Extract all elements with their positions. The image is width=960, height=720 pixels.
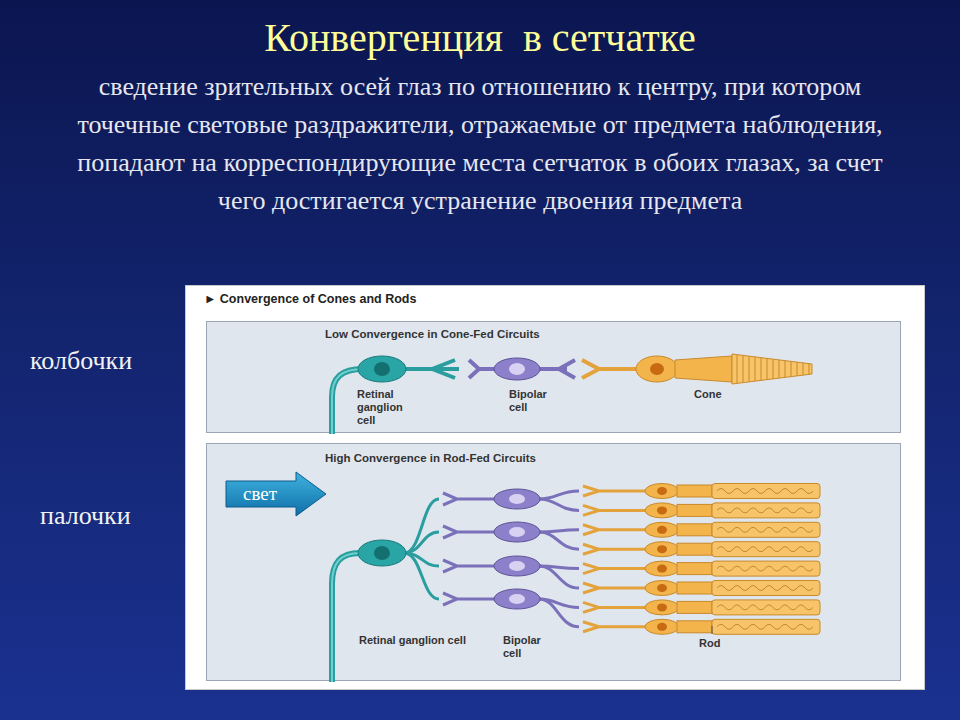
cone-circuit-illustration xyxy=(207,322,902,434)
cell-label: Rod xyxy=(699,637,749,650)
cone-circuit-panel: Low Convergence in Cone-Fed CircuitsReti… xyxy=(206,321,901,433)
cell-label: Cone xyxy=(694,388,744,401)
cell-label: Retinal ganglion cell xyxy=(357,388,419,427)
side-label: колбочки xyxy=(30,345,170,377)
panel-heading: ► Convergence of Cones and Rods xyxy=(204,292,416,306)
light-arrow: свет xyxy=(224,470,329,518)
slide-title: Конвергенция в сетчатке xyxy=(0,14,960,61)
figure-panel: ► Convergence of Cones and Rods Low Conv… xyxy=(185,285,925,690)
definition-text: сведение зрительных осей глаз по отношен… xyxy=(60,68,900,220)
rod-circuit-illustration xyxy=(207,444,902,682)
rod-circuit-panel: High Convergence in Rod-Fed Circuits све… xyxy=(206,443,901,681)
panel-heading: High Convergence in Rod-Fed Circuits xyxy=(325,452,536,464)
cell-label: Retinal ganglion cell xyxy=(359,634,469,647)
cell-label: Bipolar cell xyxy=(509,388,565,414)
cell-label: Bipolar cell xyxy=(503,634,559,660)
panel-heading: Low Convergence in Cone-Fed Circuits xyxy=(325,328,540,340)
panel-heading: свет xyxy=(224,482,296,506)
side-label: палочки xyxy=(40,500,180,532)
